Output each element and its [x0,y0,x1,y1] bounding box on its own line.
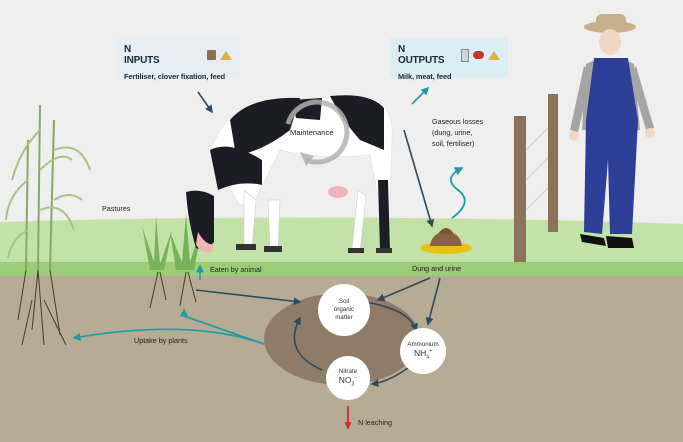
n-outputs-subtitle: Milk, meat, feed [398,72,452,81]
soil-cycle-area [264,293,420,385]
ammonium-node: Ammonium NH4+ [400,328,446,374]
arrow-n-outputs [411,86,430,105]
tall-grass-plant [5,104,91,271]
meat-icon [472,51,484,59]
maintenance-cycle-icon [285,99,350,165]
nitrate-formula: NO3− [338,375,358,389]
arrow-dung-to-ammonium [425,277,441,326]
arrow-ammonium-to-nitrate [370,367,409,388]
grass-tuft-1 [142,216,172,270]
n-inputs-title: N INPUTS [124,44,160,66]
arrow-nitrate-to-organic [293,316,323,371]
grass-roots [149,271,197,309]
milk-icon [460,48,469,62]
ammonium-formula: NH4+ [414,348,432,362]
n-outputs-title: N OUTPUTS [398,44,445,66]
eaten-by-animal-label: Eaten by animal [210,265,262,274]
tall-grass-roots [17,269,67,346]
arrow-plants-to-organic [195,289,302,306]
arrow-dung-to-organic [376,277,431,302]
bag-icon [206,50,216,60]
grass-tuft-2 [170,214,202,270]
hay-icon [220,50,232,60]
n-inputs-box: N INPUTS Fertiliser, clover fixation, fe… [116,38,240,81]
grass-edge [0,262,683,278]
fence [514,94,558,262]
n-outputs-box: N OUTPUTS Milk, meat, feed [390,38,508,81]
arrow-organic-to-ammonium [365,301,418,332]
maintenance-cycle-arrowhead [300,152,314,166]
arrow-gaseous-losses [450,167,466,219]
nitrate-node: Nitrate NO3− [326,356,370,400]
pastures-label: Pastures [102,204,131,213]
dung-and-urine-label: Dung and urine [412,264,462,273]
arrow-uptake-by-plants [72,328,265,345]
arrow-uptake-to-grass [180,308,265,345]
dung-pile-icon [420,228,472,254]
uptake-by-plants-label: Uptake by plants [134,336,188,345]
arrow-n-inputs [197,91,213,114]
n-leaching-label: N leaching [358,418,392,427]
n-inputs-subtitle: Fertiliser, clover fixation, feed [124,72,226,81]
soil-organic-matter-node: Soil organic matter [318,284,370,336]
hay-icon [488,50,500,60]
arrow-to-dung [403,129,435,228]
maintenance-label: Maintenance [290,128,334,137]
farmer [569,14,655,248]
pasture-surface [0,217,683,270]
gaseous-losses-label: Gaseous losses (dung, urine, soil, ferti… [432,117,484,149]
